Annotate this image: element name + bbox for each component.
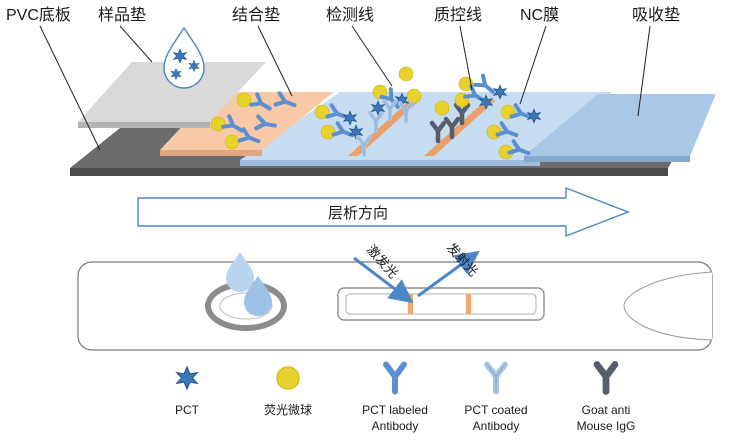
svg-text:PCT coated: PCT coated bbox=[464, 403, 527, 417]
svg-text:荧光微球: 荧光微球 bbox=[264, 403, 312, 417]
pct-star-icon bbox=[176, 366, 198, 390]
svg-text:PCT: PCT bbox=[175, 403, 200, 417]
test-strip-3d bbox=[70, 26, 716, 176]
reading-window bbox=[337, 287, 545, 321]
flow-direction-label: 层析方向 bbox=[328, 205, 388, 222]
legend-item-goat-ab: Goat anti Mouse IgG bbox=[577, 365, 636, 433]
legend-item-bead: 荧光微球 bbox=[264, 366, 312, 417]
sample-drop-icon bbox=[163, 26, 205, 89]
component-labels: PVC底板 样品垫 结合垫 检测线 质控线 NC膜 吸收垫 bbox=[6, 6, 680, 24]
legend-item-labeled-ab: PCT labeled Antibody bbox=[362, 365, 428, 433]
legend: PCT 荧光微球 PCT labeled Antibody PCT coated… bbox=[175, 365, 636, 433]
svg-text:Antibody: Antibody bbox=[372, 419, 419, 433]
control-line-window bbox=[466, 294, 471, 314]
sample-droplet-icon bbox=[226, 252, 272, 316]
coated-antibody-icon bbox=[487, 365, 505, 392]
label-conjugate-pad: 结合垫 bbox=[232, 6, 280, 24]
fluorescent-bead-icon bbox=[276, 366, 300, 390]
control-line-ridge bbox=[424, 100, 496, 156]
label-pvc: PVC底板 bbox=[6, 6, 71, 24]
absorbent-pad bbox=[524, 94, 716, 156]
labeled-antibody-icon bbox=[386, 365, 404, 392]
goat-anti-mouse-icon bbox=[597, 365, 615, 392]
svg-text:Antibody: Antibody bbox=[473, 419, 520, 433]
leader-lines bbox=[39, 25, 651, 151]
sample-pad bbox=[78, 62, 266, 122]
test-cassette: 激发光 发射光 bbox=[77, 240, 713, 351]
label-nc-membrane: NC膜 bbox=[520, 6, 559, 24]
legend-item-pct: PCT bbox=[175, 366, 200, 417]
legend-item-coated-ab: PCT coated Antibody bbox=[464, 365, 528, 433]
sample-well bbox=[205, 252, 287, 331]
svg-text:Goat anti: Goat anti bbox=[582, 403, 631, 417]
label-test-line: 检测线 bbox=[326, 6, 374, 24]
svg-text:Mouse IgG: Mouse IgG bbox=[577, 419, 636, 433]
test-line-window bbox=[408, 294, 413, 314]
svg-text:PCT labeled: PCT labeled bbox=[362, 403, 428, 417]
label-control-line: 质控线 bbox=[434, 6, 482, 24]
label-absorbent-pad: 吸收垫 bbox=[632, 6, 680, 24]
label-sample-pad: 样品垫 bbox=[98, 6, 146, 24]
flow-direction-arrow: 层析方向 bbox=[137, 186, 630, 238]
